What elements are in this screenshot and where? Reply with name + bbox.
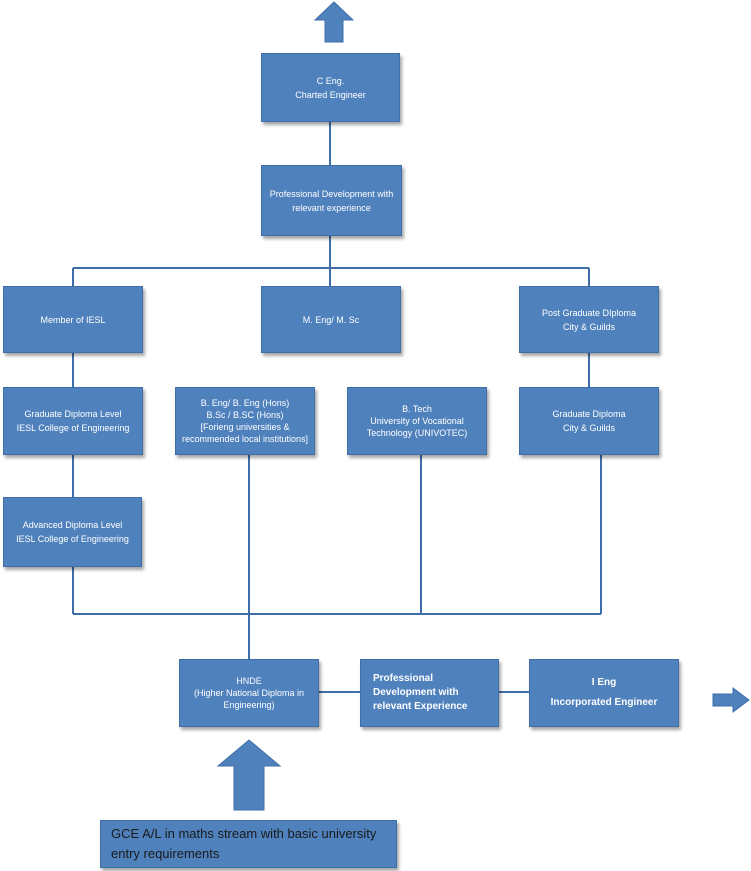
- btech-line1: B. Tech: [402, 404, 432, 414]
- grad-dip-iesl-subtitle: IESL College of Engineering: [16, 423, 130, 433]
- prof-dev-bottom-line2: Development with: [373, 687, 459, 698]
- prof-dev-top-line1: Professional Development with: [269, 188, 394, 199]
- member-iesl-label: Member of IESL: [40, 314, 106, 325]
- grad-dip-cg-subtitle: City & Guilds: [562, 423, 615, 433]
- pg-diploma-box: Post Graduate DIploma City & Guilds: [519, 286, 659, 353]
- hnde-line3: Engineering): [223, 700, 275, 710]
- adv-dip-title: Advanced Diploma Level: [22, 520, 123, 530]
- hnde-title: HNDE: [236, 676, 262, 686]
- hnde-line2: (Higher National Diploma in: [193, 688, 305, 698]
- prof-dev-top-line2: relevant experience: [292, 202, 371, 213]
- beng-line3: [Forieng universities &: [200, 422, 290, 432]
- grad-dip-cg-title: Graduate Diploma: [552, 409, 626, 419]
- big-up-arrow-icon: [216, 739, 282, 811]
- btech-line3: Technology (UNIVOTEC): [366, 428, 468, 438]
- pg-diploma-title: Post Graduate DIploma: [541, 307, 637, 318]
- ceng-subtitle: Charted Engineer: [295, 89, 366, 100]
- prof-dev-bottom-box: Professional Development with relevant E…: [360, 659, 499, 727]
- adv-dip-subtitle: IESL College of Engineering: [16, 534, 129, 544]
- hnde-box: HNDE (Higher National Diploma in Enginee…: [179, 659, 319, 727]
- right-arrow-icon: [712, 687, 750, 713]
- prof-dev-top-box: Professional Development with relevant e…: [261, 165, 402, 236]
- beng-line2: B.Sc / B.SC (Hons): [206, 410, 284, 420]
- prof-dev-bottom-line3: relevant Experience: [373, 701, 468, 712]
- ieng-title: I Eng: [591, 677, 617, 688]
- ieng-box: I Eng Incorporated Engineer: [529, 659, 679, 727]
- ceng-box: C Eng. Charted Engineer: [261, 53, 400, 122]
- btech-line2: University of Vocational: [370, 416, 464, 426]
- btech-box: B. Tech University of Vocational Technol…: [347, 387, 487, 455]
- meng-msc-label: M. Eng/ M. Sc: [302, 314, 360, 325]
- meng-msc-box: M. Eng/ M. Sc: [261, 286, 401, 353]
- prof-dev-bottom-line1: Professional: [373, 673, 434, 684]
- beng-line1: B. Eng/ B. Eng (Hons): [200, 398, 290, 408]
- member-iesl-box: Member of IESL: [3, 286, 143, 353]
- grad-dip-iesl-box: Graduate Diploma Level IESL College of E…: [3, 387, 143, 455]
- gce-line1: GCE A/L in maths stream with basic unive…: [111, 826, 377, 841]
- ieng-subtitle: Incorporated Engineer: [550, 697, 658, 708]
- gce-line2: entry requirements: [111, 846, 220, 861]
- pg-diploma-subtitle: City & Guilds: [562, 321, 615, 332]
- adv-dip-box: Advanced Diploma Level IESL College of E…: [3, 497, 142, 567]
- beng-box: B. Eng/ B. Eng (Hons) B.Sc / B.SC (Hons)…: [175, 387, 315, 455]
- beng-line4: recommended local institutions]: [181, 434, 309, 444]
- grad-dip-cg-box: Graduate Diploma City & Guilds: [519, 387, 659, 455]
- grad-dip-iesl-title: Graduate Diploma Level: [24, 409, 122, 419]
- gce-box: GCE A/L in maths stream with basic unive…: [100, 820, 397, 868]
- ceng-title: C Eng.: [316, 75, 345, 86]
- up-arrow-icon: [313, 1, 355, 43]
